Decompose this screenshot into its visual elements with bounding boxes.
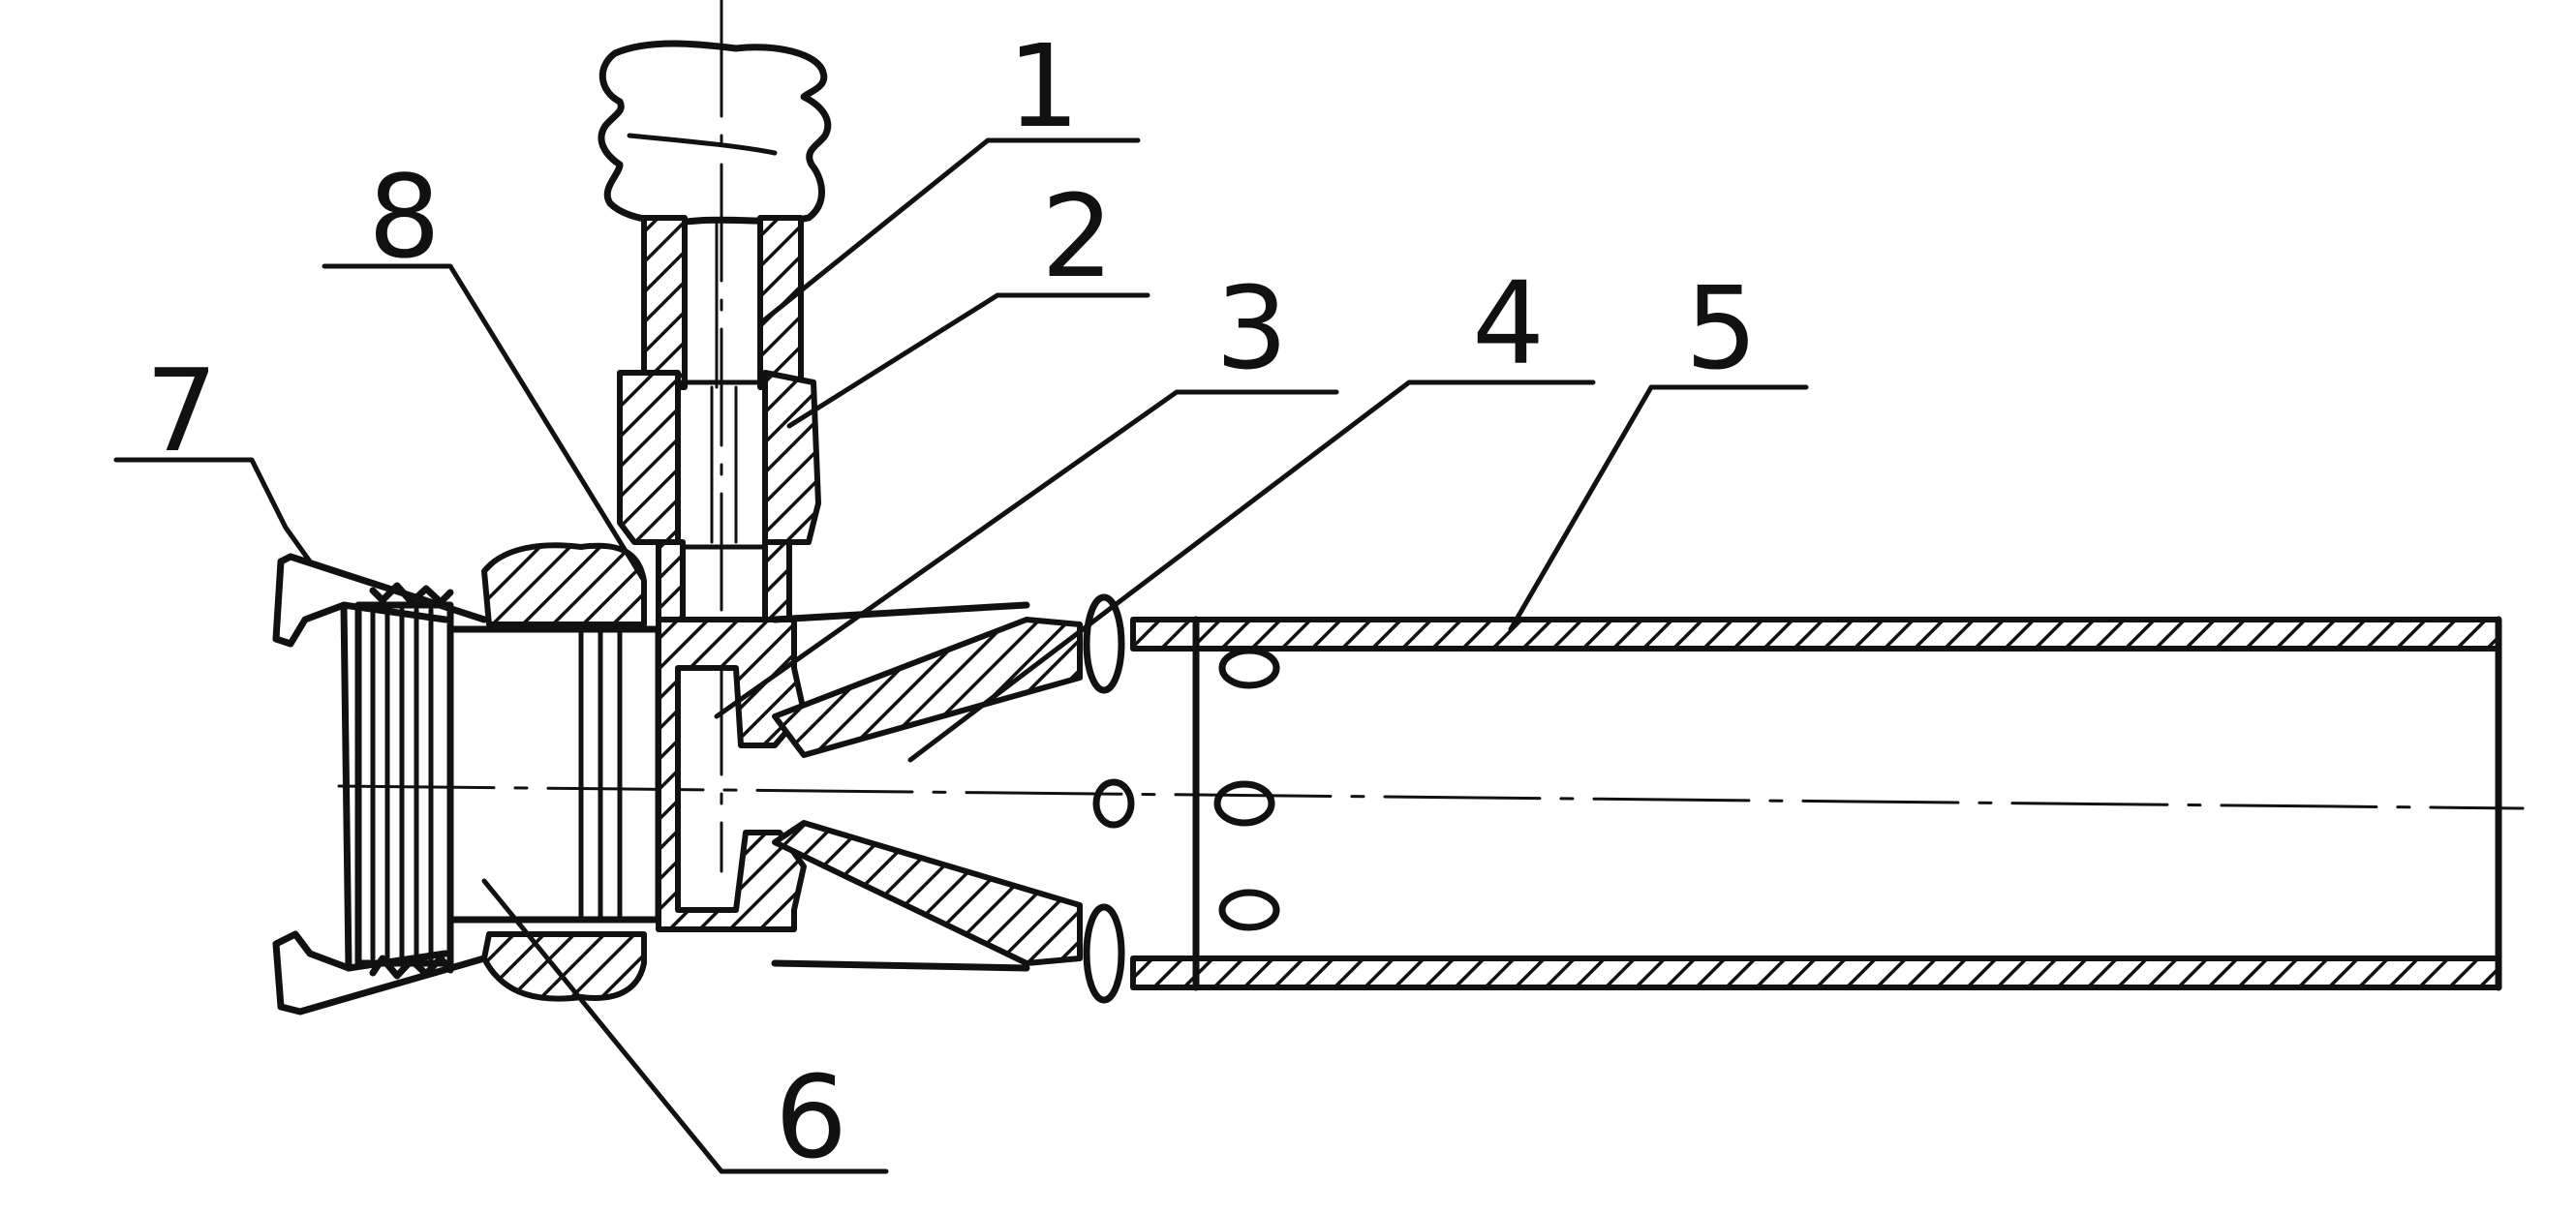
- label-7: 7: [145, 344, 218, 477]
- label-2: 2: [1041, 169, 1114, 303]
- outlet-pipe: [1130, 616, 2502, 991]
- label-4: 4: [1472, 257, 1545, 390]
- label-1: 1: [1007, 19, 1080, 153]
- mixer-body: [656, 601, 1083, 972]
- valve-stem: [641, 215, 804, 390]
- label-3: 3: [1215, 261, 1288, 395]
- packing-nut: [617, 370, 821, 550]
- leader-lines: [113, 137, 1809, 1174]
- label-5: 5: [1685, 261, 1758, 395]
- inlet-sleeve: [446, 625, 662, 924]
- label-8: 8: [368, 150, 441, 284]
- rivets: [1083, 593, 1135, 1004]
- label-6: 6: [775, 1050, 847, 1184]
- valve-handwheel: [598, 40, 832, 226]
- labels: 1 2 3 4 5 6 7 8: [145, 19, 1758, 1184]
- threaded-connector: [354, 582, 454, 980]
